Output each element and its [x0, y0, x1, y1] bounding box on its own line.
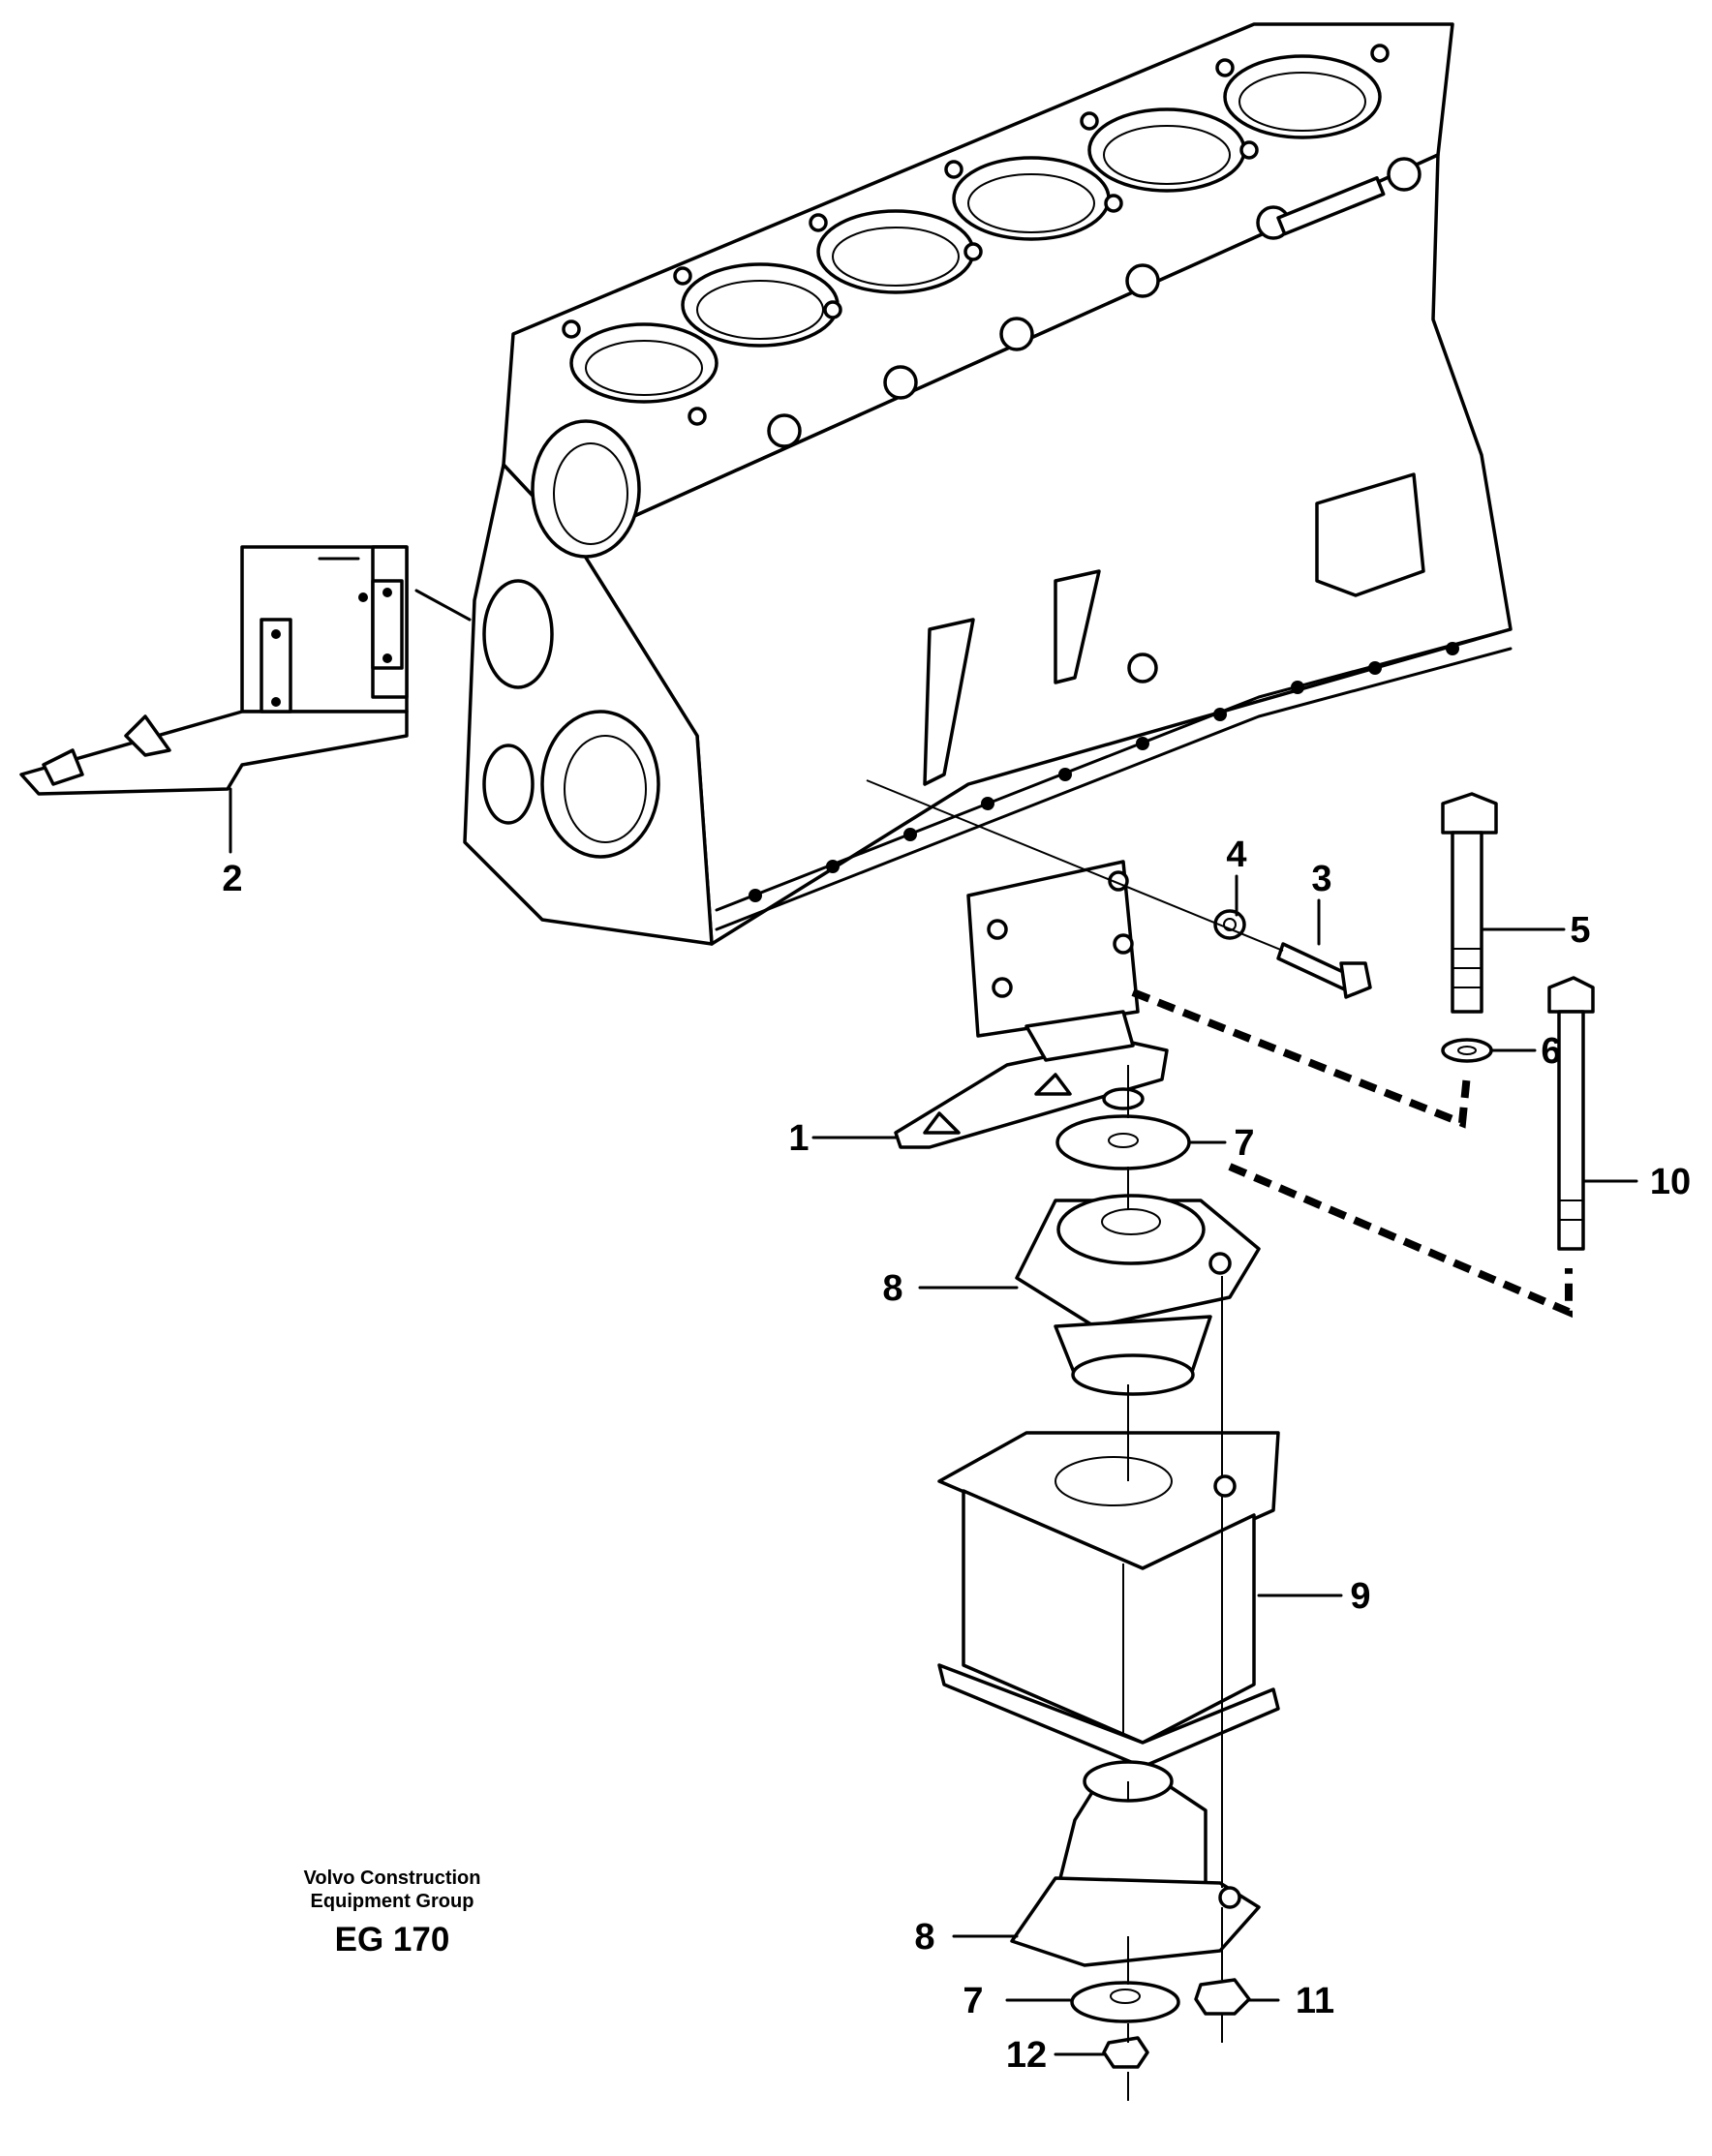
- callout-12: 12: [1006, 2035, 1047, 2076]
- deck-bolt-holes: [562, 44, 1390, 426]
- org-name-line2: Equipment Group: [310, 1891, 474, 1912]
- nut-12: [1102, 2036, 1149, 2069]
- figure-code: EG 170: [334, 1921, 450, 1959]
- callout-6: 6: [1541, 1031, 1561, 1072]
- rail-bumps: [749, 642, 1459, 902]
- block-side-details: [767, 157, 1425, 786]
- callout-4: 4: [1226, 835, 1246, 875]
- bolt-3: [1276, 942, 1372, 999]
- rubber-mount-8-upper: [1015, 1194, 1261, 1396]
- callout-2: 2: [222, 859, 242, 899]
- washer-6: [1441, 1038, 1493, 1063]
- front-bracket: [19, 545, 472, 796]
- figure-caption: Volvo Construction Equipment Group EG 17…: [271, 1867, 513, 1959]
- callout-7-lower: 7: [963, 1981, 983, 2021]
- washer-7-lower: [1070, 1981, 1180, 2023]
- callout-1: 1: [788, 1118, 809, 1159]
- callout-leaders: [229, 787, 1638, 2056]
- bolt-10: [1547, 976, 1595, 1251]
- bolt-3-path: [866, 779, 1284, 952]
- callout-9: 9: [1350, 1576, 1370, 1617]
- callout-3: 3: [1311, 859, 1331, 899]
- engine-block: [463, 22, 1513, 946]
- org-name-line1: Volvo Construction: [303, 1868, 481, 1889]
- callout-8-upper: 8: [882, 1268, 902, 1309]
- cylinder-bores: [569, 54, 1382, 404]
- bolt-5-route: [1131, 988, 1471, 1129]
- nut-11: [1194, 1978, 1251, 2016]
- callout-5: 5: [1570, 910, 1590, 951]
- bolt-5: [1441, 792, 1498, 1014]
- axis-lines: [1127, 1065, 1223, 2101]
- front-cover: [482, 419, 660, 859]
- callout-7-upper: 7: [1234, 1123, 1254, 1164]
- spacer-9: [937, 1431, 1280, 1769]
- callout-10: 10: [1650, 1162, 1691, 1202]
- washer-7-upper: [1055, 1114, 1191, 1170]
- callout-8-lower: 8: [914, 1917, 934, 1958]
- bolt-10-route: [1228, 1163, 1573, 1319]
- rear-bracket: [894, 860, 1169, 1149]
- callout-11: 11: [1296, 1981, 1334, 2021]
